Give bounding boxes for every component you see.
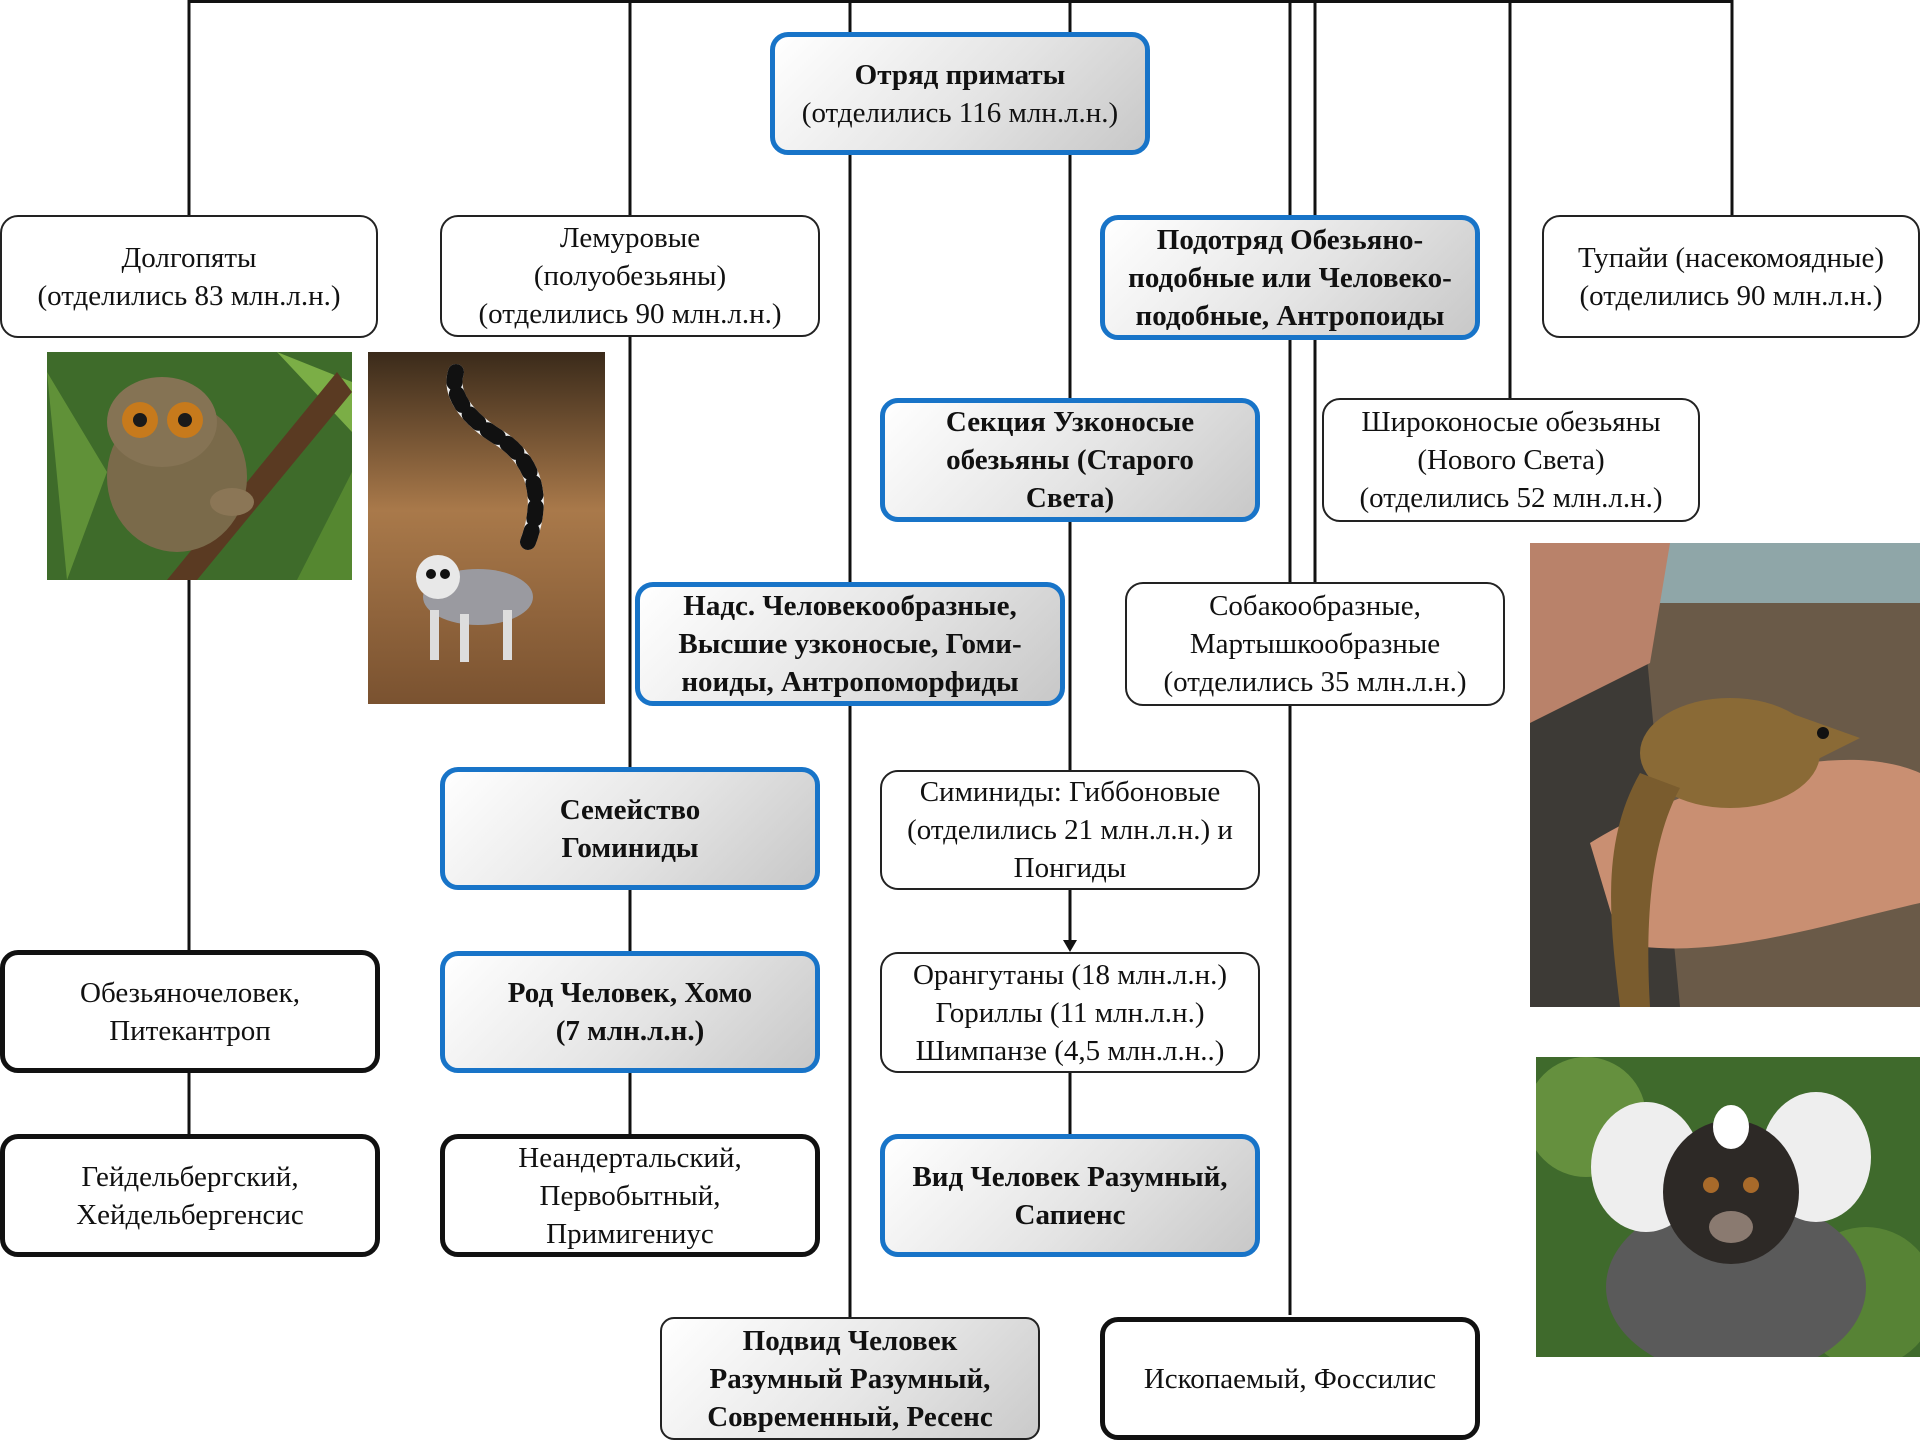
lemur-photo xyxy=(368,352,605,704)
node-fossilis-label: Ископаемый, Фоссилис xyxy=(1143,1362,1437,1395)
node-tarsiers: Долгопяты (отделились 83 млн.л.н.) xyxy=(0,215,378,338)
node-fossilis: Ископаемый, Фоссилис xyxy=(1100,1317,1480,1440)
node-catarrhini: Секция Узконосые обезьяны (Старого Света… xyxy=(880,398,1260,522)
node-heidelberg: Гейдельбергский, Хейдельбергенсис xyxy=(0,1134,380,1257)
node-platyrrhini-label: Широконосые обезьяны (Нового Света) (отд… xyxy=(1359,406,1663,514)
node-hominoids-label: Надс. Человекообразные, Высшие узконосые… xyxy=(678,590,1022,698)
node-homo-label: Род Человек, Хомо (7 млн.л.н.) xyxy=(507,977,753,1047)
node-catarrhini-label: Секция Узконосые обезьяны (Старого Света… xyxy=(945,406,1195,514)
root-subtitle: (отделились 116 млн.л.н.) xyxy=(801,96,1119,129)
tree-shrew-photo xyxy=(1530,543,1920,1007)
node-tarsiers-label: Долгопяты (отделились 83 млн.л.н.) xyxy=(37,241,341,312)
node-homo: Род Человек, Хомо (7 млн.л.н.) xyxy=(440,951,820,1073)
node-siminids-label: Симиниды: Гиббоновые (отделились 21 млн.… xyxy=(907,776,1233,884)
node-pithecanthropus: Обезьяночеловек, Питекантроп xyxy=(0,950,380,1073)
node-hominids: Семейство Гоминиды xyxy=(440,767,820,890)
node-tupaia: Тупайи (насекомоядные) (отделились 90 мл… xyxy=(1542,215,1920,338)
node-recens-label: Подвид Человек Разумный Разумный, Соврем… xyxy=(707,1324,993,1433)
node-anthropoids: Подотряд Обезьяно- подобные или Человеко… xyxy=(1100,215,1480,340)
node-great-apes: Орангутаны (18 млн.л.н.) Гориллы (11 млн… xyxy=(880,952,1260,1073)
node-cynomorphs-label: Собакообразные, Мартышкообразные (отдели… xyxy=(1163,590,1467,698)
root-title: Отряд приматы xyxy=(854,58,1066,91)
node-lemurs: Лемуровые (полуобезьяны) (отделились 90 … xyxy=(440,215,820,337)
marmoset-photo xyxy=(1536,1057,1920,1357)
node-siminids: Симиниды: Гиббоновые (отделились 21 млн.… xyxy=(880,770,1260,890)
node-recens: Подвид Человек Разумный Разумный, Соврем… xyxy=(660,1317,1040,1440)
node-sapiens-label: Вид Человек Разумный, Сапиенс xyxy=(912,1160,1228,1231)
node-neanderthal: Неандертальский, Первобытный, Примигениу… xyxy=(440,1134,820,1257)
node-pithecanthropus-label: Обезьяночеловек, Питекантроп xyxy=(80,976,300,1047)
node-lemurs-label: Лемуровые (полуобезьяны) (отделились 90 … xyxy=(478,222,782,330)
node-anthropoids-label: Подотряд Обезьяно- подобные или Человеко… xyxy=(1128,223,1452,332)
node-tupaia-label: Тупайи (насекомоядные) (отделились 90 мл… xyxy=(1577,241,1885,312)
node-hominids-label: Семейство Гоминиды xyxy=(559,793,701,864)
node-cynomorphs: Собакообразные, Мартышкообразные (отдели… xyxy=(1125,582,1505,706)
node-heidelberg-label: Гейдельбергский, Хейдельбергенсис xyxy=(76,1160,304,1231)
node-sapiens: Вид Человек Разумный, Сапиенс xyxy=(880,1134,1260,1257)
node-hominoids: Надс. Человекообразные, Высшие узконосые… xyxy=(635,582,1065,706)
root-order-primates: Отряд приматы (отделились 116 млн.л.н.) xyxy=(770,32,1150,155)
node-great-apes-label: Орангутаны (18 млн.л.н.) Гориллы (11 млн… xyxy=(912,958,1228,1067)
node-neanderthal-label: Неандертальский, Первобытный, Примигениу… xyxy=(518,1141,742,1250)
tarsier-photo xyxy=(47,352,352,580)
node-platyrrhini: Широконосые обезьяны (Нового Света) (отд… xyxy=(1322,398,1700,522)
